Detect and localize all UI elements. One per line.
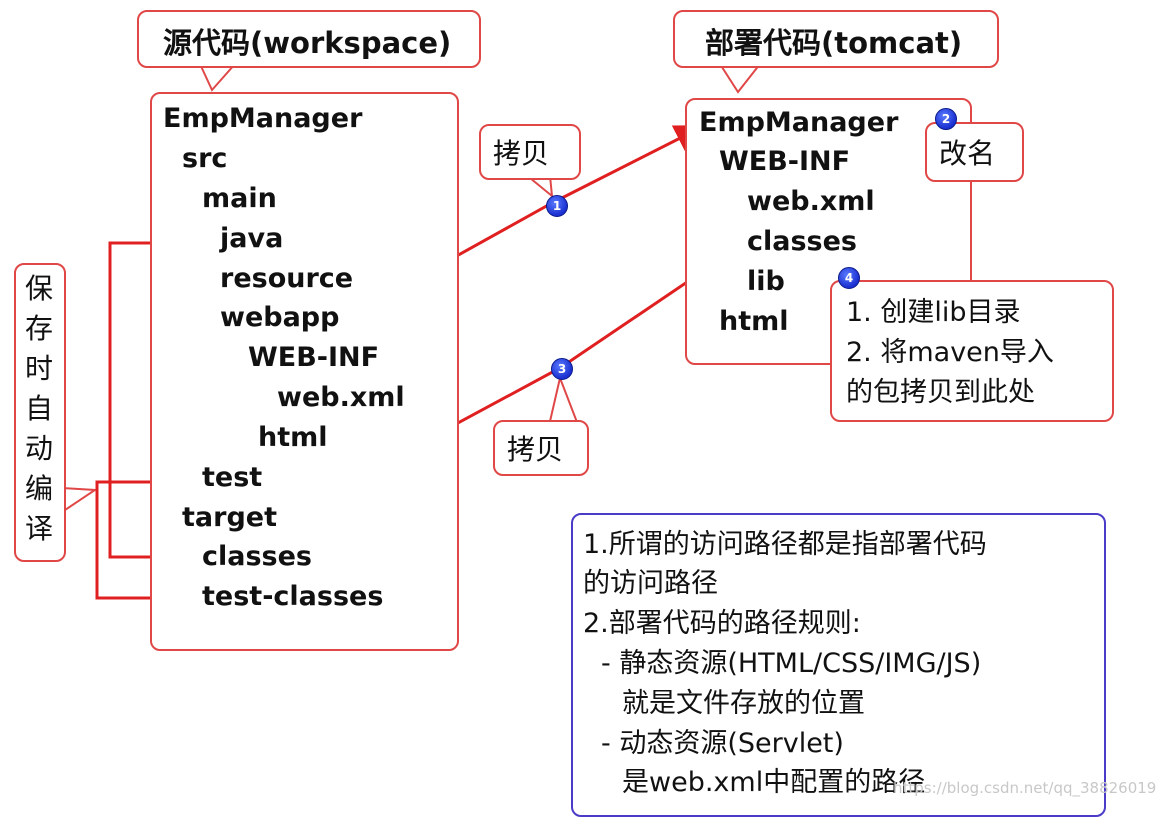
rename-callout: 改名 bbox=[925, 122, 1024, 182]
lib-note-line-3: 的包拷贝到此处 bbox=[846, 377, 1035, 408]
save-callout-tail bbox=[61, 487, 99, 513]
lib-note-callout: 1. 创建lib目录 2. 将maven导入 的包拷贝到此处 bbox=[830, 280, 1114, 422]
tree-java: java bbox=[220, 223, 284, 254]
tree-webapp: webapp bbox=[220, 302, 340, 333]
deploy-lib: lib bbox=[747, 266, 785, 297]
badge-3: 3 bbox=[551, 358, 573, 380]
tree-main: main bbox=[202, 183, 277, 214]
deploy-emp-manager: EmpManager bbox=[699, 107, 899, 138]
arrow-test-to-testclasses bbox=[95, 480, 204, 613]
save-compile-callout: 保存时自动编译 bbox=[14, 263, 66, 562]
watermark-text: https://blog.csdn.net/qq_38826019 bbox=[893, 779, 1156, 797]
tree-resource: resource bbox=[220, 263, 354, 294]
note-line-3: 2.部署代码的路径规则: bbox=[583, 608, 861, 639]
lib-note-line-2: 2. 将maven导入 bbox=[846, 337, 1054, 368]
note-line-4: - 静态资源(HTML/CSS/IMG/JS) bbox=[601, 648, 982, 679]
note-line-2: 的访问路径 bbox=[583, 568, 718, 599]
notes-box bbox=[571, 513, 1106, 817]
tree-src: src bbox=[182, 143, 228, 174]
source-callout: 源代码(workspace) bbox=[137, 10, 481, 68]
copy1-label: 拷贝 bbox=[493, 137, 550, 170]
tree-target: target bbox=[182, 502, 277, 533]
badge-1: 1 bbox=[546, 195, 568, 217]
tree-classes: classes bbox=[202, 541, 313, 572]
tree-html: html bbox=[258, 422, 328, 453]
source-callout-tail bbox=[199, 63, 236, 92]
copy2-callout: 拷贝 bbox=[493, 420, 589, 476]
copy1-callout: 拷贝 bbox=[479, 124, 581, 180]
rename-label: 改名 bbox=[939, 137, 996, 170]
deploy-callout-label: 部署代码(tomcat) bbox=[705, 26, 963, 60]
tree-test-classes: test-classes bbox=[202, 581, 384, 612]
tree-webinf: WEB-INF bbox=[248, 342, 380, 373]
tree-emp-manager: EmpManager bbox=[163, 103, 363, 134]
badge-2: 2 bbox=[935, 108, 957, 130]
save-compile-label: 保存时自动编译 bbox=[24, 272, 53, 545]
note-line-7: 是web.xml中配置的路径 bbox=[622, 767, 926, 798]
source-callout-label: 源代码(workspace) bbox=[163, 26, 452, 60]
badge-4: 4 bbox=[838, 267, 860, 289]
source-tree-box bbox=[150, 92, 459, 651]
note-line-6: - 动态资源(Servlet) bbox=[601, 728, 844, 759]
deploy-classes: classes bbox=[747, 226, 858, 257]
copy2-label: 拷贝 bbox=[507, 433, 564, 466]
deploy-callout-tail bbox=[719, 63, 761, 94]
note-line-1: 1.所谓的访问路径都是指部署代码 bbox=[583, 529, 987, 560]
deploy-callout: 部署代码(tomcat) bbox=[673, 10, 999, 68]
deploy-webxml: web.xml bbox=[747, 186, 875, 217]
note-line-5: 就是文件存放的位置 bbox=[622, 688, 865, 719]
deploy-html: html bbox=[719, 306, 789, 337]
lib-note-line-1: 1. 创建lib目录 bbox=[846, 297, 1021, 328]
deploy-webinf: WEB-INF bbox=[719, 146, 851, 177]
tree-test: test bbox=[202, 462, 263, 493]
tree-webxml: web.xml bbox=[277, 382, 405, 413]
